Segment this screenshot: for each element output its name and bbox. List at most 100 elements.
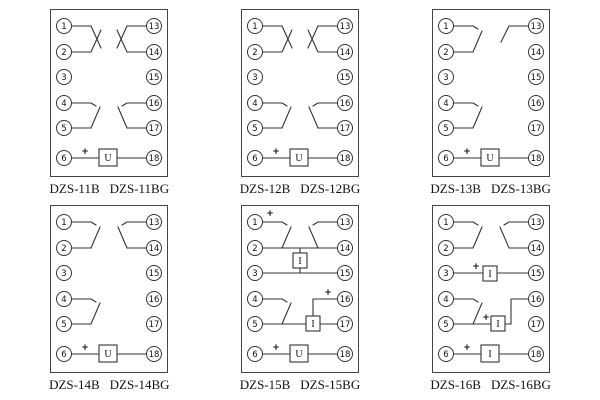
- terminal-number: 15: [149, 73, 160, 83]
- terminal-number: 17: [340, 320, 351, 330]
- terminal-circle: [56, 68, 73, 85]
- terminal-number: 13: [530, 22, 541, 32]
- terminal-group: 1 2 3 4 5 6 13 14 15 16 17 18: [56, 17, 163, 166]
- terminal-circle: [527, 290, 544, 307]
- terminal-number: 16: [530, 295, 541, 305]
- terminal-number: 2: [252, 244, 257, 254]
- terminal-circle: [336, 94, 353, 111]
- plus-sign: +: [324, 288, 332, 298]
- terminal-circle: [246, 17, 263, 34]
- terminal-circle: [527, 94, 544, 111]
- terminal-number: 4: [443, 295, 448, 305]
- terminal-number: 14: [149, 48, 160, 58]
- label-right: DZS-15BG: [300, 376, 361, 392]
- diagram-dzs-15b: I I U + + + 1 2 3 4 5 6 13 14 15 16 17 1…: [205, 200, 396, 396]
- diagram-dzs-11b: U + 1 2 3 4 5 6 13 14 15 16 17 18 DZS-11…: [14, 4, 205, 200]
- plus-sign: +: [82, 343, 90, 353]
- terminal-circle: [146, 315, 163, 332]
- coil-letter: U: [295, 153, 303, 164]
- coil-box: [292, 251, 308, 269]
- terminal-number: 6: [252, 154, 257, 164]
- terminal-number: 14: [340, 48, 351, 58]
- terminal-number: 3: [252, 269, 257, 279]
- diagram-label: DZS-11B DZS-11BG: [50, 181, 170, 197]
- terminal-number: 3: [62, 269, 67, 279]
- coil-letter: I: [488, 269, 491, 280]
- terminal-number: 5: [443, 124, 448, 134]
- coil-box: [305, 314, 321, 332]
- terminal-circle: [437, 94, 454, 111]
- terminal-number: 2: [443, 244, 448, 254]
- terminal-number: 4: [62, 99, 67, 109]
- diagram-border: [50, 8, 169, 177]
- wires: [262, 24, 338, 159]
- diagram-dzs-13b: U + 1 2 3 4 5 6 13 14 15 16 17 18 DZS-13…: [395, 4, 586, 200]
- terminal-number: 2: [62, 244, 67, 254]
- terminal-number: 15: [340, 73, 351, 83]
- terminal-number: 6: [252, 350, 257, 360]
- label-left: DZS-15B: [239, 376, 291, 392]
- coil-letter: I: [488, 349, 491, 360]
- terminal-circle: [336, 345, 353, 362]
- terminal-number: 17: [530, 124, 541, 134]
- terminal-circle: [146, 264, 163, 281]
- coil-box: [482, 264, 498, 282]
- terminal-group: 1 2 3 4 5 6 13 14 15 16 17 18: [437, 213, 544, 362]
- terminal-number: 3: [252, 73, 257, 83]
- terminal-circle: [56, 239, 73, 256]
- wires: [71, 24, 147, 159]
- terminal-circle: [336, 290, 353, 307]
- terminal-number: 14: [340, 244, 351, 254]
- diagram-label: DZS-13B DZS-13BG: [430, 181, 551, 197]
- terminal-number: 2: [62, 48, 67, 58]
- diagram-label: DZS-16B DZS-16BG: [430, 377, 551, 393]
- terminal-circle: [527, 213, 544, 230]
- terminal-number: 16: [149, 295, 160, 305]
- terminal-number: 18: [340, 154, 351, 164]
- terminal-circle: [527, 264, 544, 281]
- terminal-number: 5: [62, 320, 67, 330]
- terminal-circle: [437, 43, 454, 60]
- terminal-circle: [246, 213, 263, 230]
- terminal-number: 1: [252, 22, 257, 32]
- diagram-dzs-16b: I I I + + + 1 2 3 4 5 6 13 14 15 16 17 1…: [395, 200, 586, 396]
- terminal-circle: [56, 94, 73, 111]
- plus-sign: +: [463, 343, 471, 353]
- terminal-number: 4: [252, 295, 257, 305]
- terminal-circle: [437, 213, 454, 230]
- label-left: DZS-12B: [239, 180, 291, 196]
- diagram-label: DZS-14B DZS-14BG: [49, 377, 170, 393]
- terminal-circle: [146, 213, 163, 230]
- diagram-dzs-12b: U + 1 2 3 4 5 6 13 14 15 16 17 18 DZS-12…: [205, 4, 396, 200]
- label-right: DZS-16BG: [490, 376, 551, 392]
- terminal-circle: [246, 68, 263, 85]
- terminal-circle: [246, 239, 263, 256]
- coil-box: [480, 147, 500, 167]
- terminal-number: 3: [62, 73, 67, 83]
- terminal-circle: [527, 239, 544, 256]
- coil-letter: I: [298, 256, 301, 267]
- terminal-circle: [336, 17, 353, 34]
- diagram-label: DZS-12B DZS-12BG: [240, 181, 361, 197]
- terminal-number: 4: [62, 295, 67, 305]
- wires: [71, 220, 147, 355]
- terminal-number: 14: [530, 48, 541, 58]
- terminal-circle: [336, 315, 353, 332]
- diagram-border: [431, 204, 550, 373]
- diagram-canvas: U + 1 2 3 4 5 6 13 14 15 16 17 18: [50, 204, 169, 373]
- terminal-circle: [336, 264, 353, 281]
- terminal-number: 5: [252, 320, 257, 330]
- terminal-number: 16: [149, 99, 160, 109]
- coil-box: [98, 343, 118, 363]
- terminal-circle: [246, 43, 263, 60]
- coil-letter: U: [486, 153, 494, 164]
- terminal-circle: [246, 264, 263, 281]
- terminal-circle: [246, 290, 263, 307]
- terminal-number: 16: [530, 99, 541, 109]
- plus-sign: +: [272, 343, 280, 353]
- terminal-circle: [56, 345, 73, 362]
- terminal-circle: [527, 17, 544, 34]
- terminal-number: 1: [62, 22, 67, 32]
- diagram-label: DZS-15B DZS-15BG: [240, 377, 361, 393]
- terminal-number: 17: [530, 320, 541, 330]
